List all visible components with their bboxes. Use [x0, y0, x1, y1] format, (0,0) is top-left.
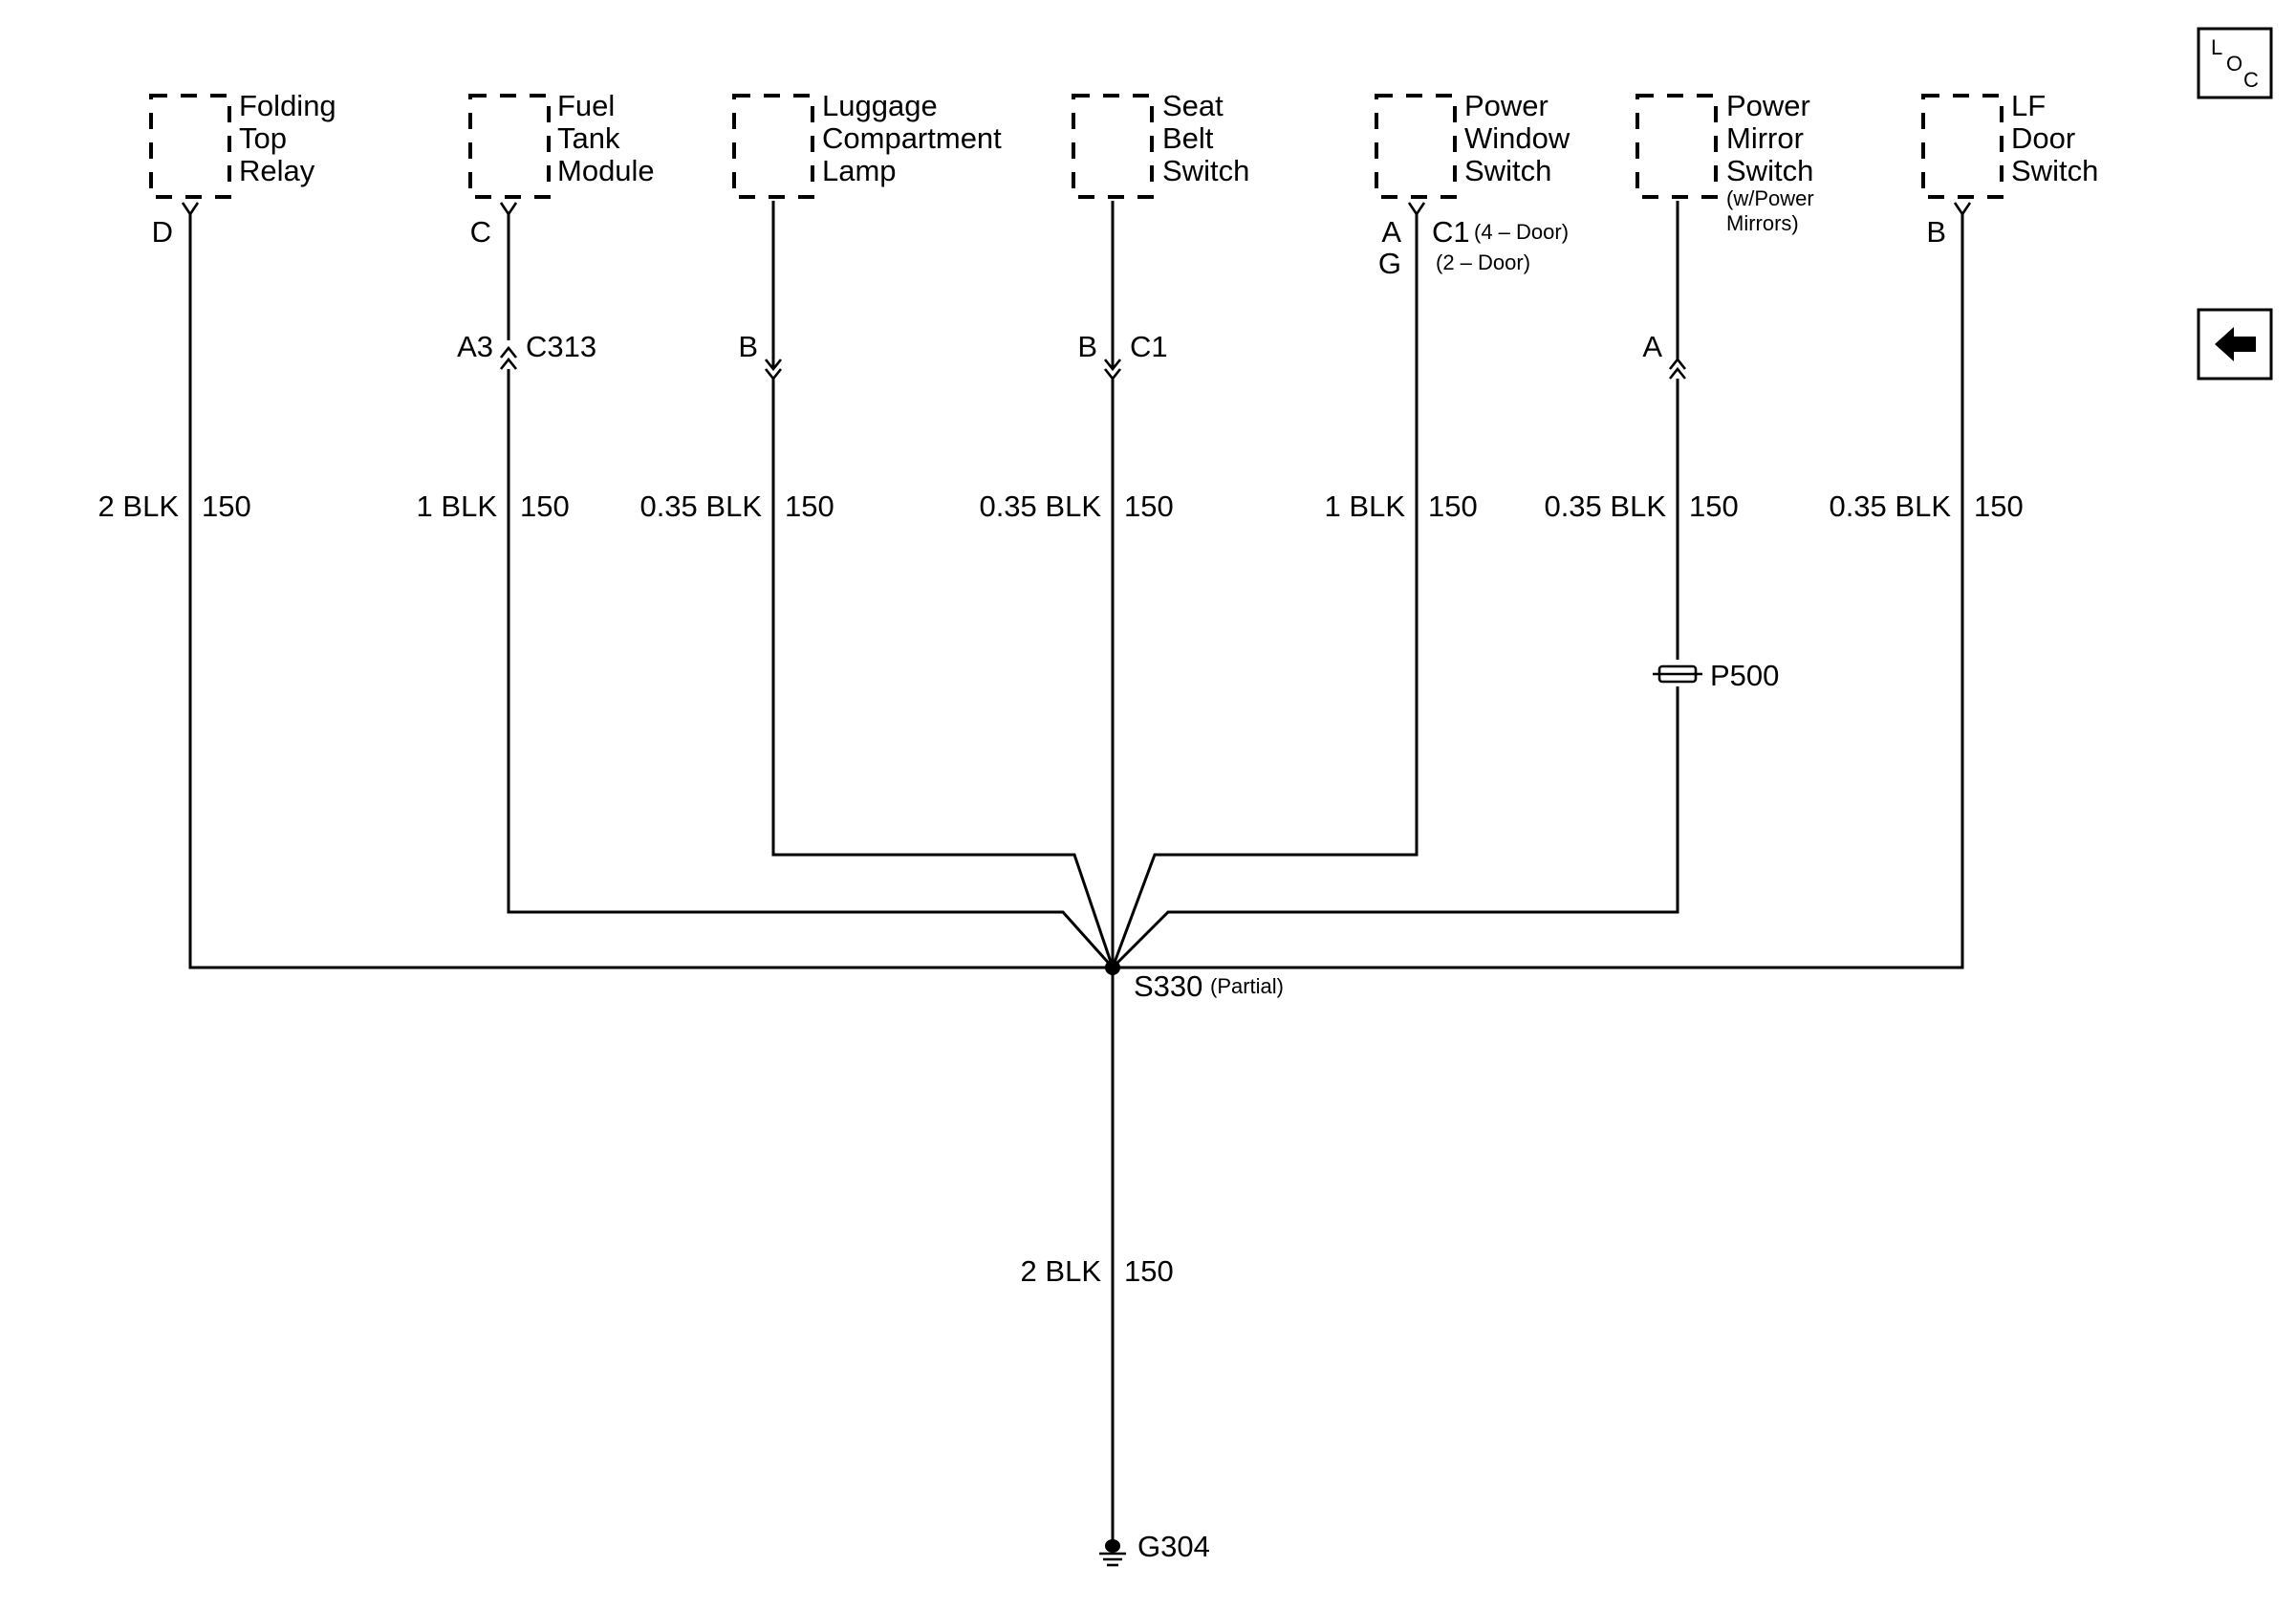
terminal-power-window-switch	[1407, 202, 1426, 217]
label-power-mirror-switch-note-1: (w/Power	[1726, 186, 1814, 210]
component-box-power-window-switch	[1375, 94, 1457, 199]
label-folding-top-relay-2: Top	[239, 121, 287, 155]
label-power-window-switch-3: Switch	[1464, 154, 1551, 187]
pin-note-4-door: (4 – Door)	[1474, 220, 1569, 244]
connector-luggage-lamp	[764, 359, 783, 381]
label-lf-door-switch-3: Switch	[2011, 154, 2098, 187]
component-box-power-mirror-switch	[1635, 94, 1718, 199]
loc-letter-c: C	[2243, 68, 2259, 92]
label-power-mirror-switch-2: Mirror	[1726, 121, 1804, 155]
pin-labels: D C A G C1 (4 – Door) (2 – Door) B A3 C3…	[152, 215, 1946, 692]
wire-power-mirror-switch-lower	[1111, 686, 1679, 969]
wire-color-trunk: 2 BLK	[1021, 1254, 1102, 1288]
circuit-folding-top-relay: 150	[202, 490, 251, 523]
label-folding-top-relay-1: Folding	[239, 89, 336, 122]
label-lf-door-switch-1: LF	[2011, 89, 2046, 122]
connector-power-mirror	[1668, 357, 1687, 380]
circuit-power-window-switch: 150	[1428, 490, 1478, 523]
circuit-seat-belt-switch: 150	[1124, 490, 1174, 523]
component-box-fuel-tank-module	[468, 94, 551, 199]
connector-name-seat-belt-c1: C1	[1130, 330, 1168, 363]
ground-symbol	[1099, 1539, 1126, 1567]
splice-label: S330	[1134, 969, 1202, 1003]
wires	[188, 201, 1964, 1544]
wire-power-window-switch	[1111, 212, 1419, 968]
wire-lf-door-switch	[1113, 212, 1964, 969]
label-power-mirror-switch-1: Power	[1726, 89, 1810, 122]
pin-label-power-window-a: A	[1381, 215, 1401, 249]
loc-letter-l: L	[2211, 35, 2222, 59]
label-power-mirror-switch-note-2: Mirrors)	[1726, 211, 1799, 235]
component-boxes	[149, 94, 2004, 199]
wire-color-fuel-tank-module: 1 BLK	[417, 490, 498, 523]
left-arrow-icon[interactable]	[2197, 308, 2273, 381]
connector-pin-seat-belt: B	[1077, 330, 1097, 363]
connector-seat-belt-c1	[1103, 359, 1122, 381]
pin-label-lf-door-switch: B	[1926, 215, 1946, 249]
pin-note-2-door: (2 – Door)	[1436, 250, 1530, 274]
component-box-lf-door-switch	[1921, 94, 2004, 199]
wire-labels: 2 BLK 150 1 BLK 150 0.35 BLK 150 0.35 BL…	[98, 490, 2024, 1288]
component-box-seat-belt-switch	[1072, 94, 1154, 199]
wire-color-seat-belt-switch: 0.35 BLK	[979, 490, 1101, 523]
circuit-trunk: 150	[1124, 1254, 1174, 1288]
label-fuel-tank-module-3: Module	[557, 154, 655, 187]
inline-device-p500	[1653, 664, 1702, 684]
loc-letter-o: O	[2226, 52, 2242, 76]
component-box-luggage-compartment-lamp	[732, 94, 814, 199]
wire-color-power-mirror-switch: 0.35 BLK	[1544, 490, 1666, 523]
pin-connector-power-window: C1	[1432, 215, 1470, 249]
connector-pin-fuel-tank-module: A3	[457, 330, 493, 363]
wire-color-folding-top-relay: 2 BLK	[98, 490, 180, 523]
label-luggage-compartment-lamp-1: Luggage	[822, 89, 938, 122]
label-fuel-tank-module-2: Tank	[557, 121, 620, 155]
connector-name-c313: C313	[526, 330, 596, 363]
label-luggage-compartment-lamp-3: Lamp	[822, 154, 897, 187]
pin-label-folding-top-relay: D	[152, 215, 173, 249]
label-folding-top-relay-3: Relay	[239, 154, 315, 187]
wire-color-luggage-lamp: 0.35 BLK	[639, 490, 762, 523]
component-labels: Folding Top Relay Fuel Tank Module Lugga…	[239, 89, 2098, 235]
connector-c313	[499, 345, 518, 370]
label-seat-belt-switch-2: Belt	[1162, 121, 1214, 155]
inline-device-label-p500: P500	[1710, 659, 1779, 692]
circuit-lf-door-switch: 150	[1974, 490, 2024, 523]
label-power-mirror-switch-3: Switch	[1726, 154, 1813, 187]
circuit-power-mirror-switch: 150	[1689, 490, 1739, 523]
component-box-folding-top-relay	[149, 94, 231, 199]
loc-icon[interactable]: L O C	[2197, 27, 2273, 99]
label-fuel-tank-module-1: Fuel	[557, 89, 615, 122]
terminal-folding-top-relay	[181, 202, 200, 217]
pin-label-fuel-tank-module: C	[470, 215, 491, 249]
connector-pin-power-mirror: A	[1642, 330, 1662, 363]
label-seat-belt-switch-1: Seat	[1162, 89, 1224, 122]
circuit-fuel-tank-module: 150	[520, 490, 570, 523]
inline-connectors	[499, 345, 1702, 684]
terminal-fuel-tank-module	[499, 202, 518, 217]
pin-label-power-window-g: G	[1378, 247, 1401, 280]
splice-note: (Partial)	[1210, 974, 1284, 998]
splice-dot	[1105, 960, 1120, 975]
label-power-window-switch-1: Power	[1464, 89, 1549, 122]
wire-fuel-tank-module-lower	[507, 369, 1115, 969]
terminal-symbols	[181, 202, 1972, 217]
ground-label: G304	[1137, 1530, 1210, 1563]
terminal-lf-door-switch	[1953, 202, 1972, 217]
label-seat-belt-switch-3: Switch	[1162, 154, 1249, 187]
connector-pin-luggage-lamp: B	[738, 330, 758, 363]
wire-color-power-window-switch: 1 BLK	[1325, 490, 1406, 523]
wire-luggage-compartment-lamp-lower	[771, 379, 1115, 968]
wire-folding-top-relay	[188, 212, 1113, 969]
wire-color-lf-door-switch: 0.35 BLK	[1829, 490, 1951, 523]
label-luggage-compartment-lamp-2: Compartment	[822, 121, 1002, 155]
label-power-window-switch-2: Window	[1464, 121, 1570, 155]
label-lf-door-switch-2: Door	[2011, 121, 2075, 155]
circuit-luggage-lamp: 150	[785, 490, 834, 523]
